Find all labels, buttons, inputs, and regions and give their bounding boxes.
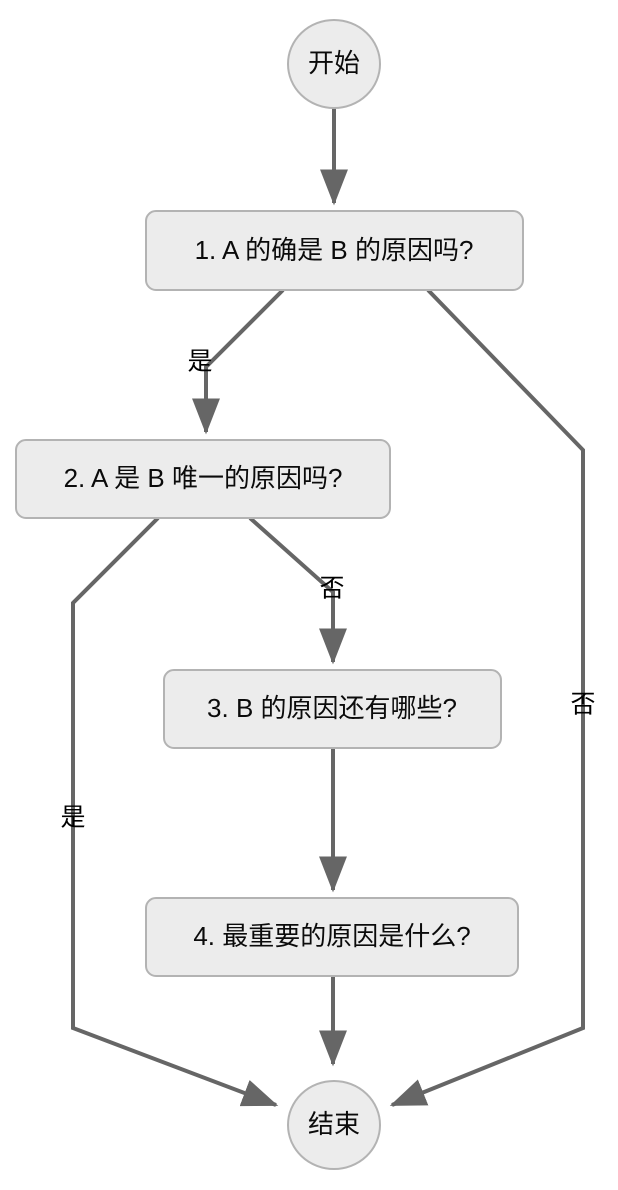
edge-line [192, 288, 285, 435]
edge-q2-to-q3: 否 [248, 516, 347, 665]
question-2-label: 2. A 是 B 唯一的原因吗? [64, 463, 343, 493]
edge-line [248, 516, 347, 665]
edge-label-no-q2: 否 [319, 575, 344, 603]
question-3-label: 3. B 的原因还有哪些? [207, 693, 457, 723]
question-4-label: 4. 最重要的原因是什么? [193, 921, 470, 951]
edge-label-yes-q1: 是 [187, 348, 212, 376]
edge-q1-to-q2: 是 [187, 288, 285, 435]
node-question-2[interactable]: 2. A 是 B 唯一的原因吗? [15, 439, 391, 519]
edge-line [389, 288, 585, 1107]
node-end[interactable]: 结束 [287, 1080, 381, 1170]
end-circle[interactable] [287, 1080, 381, 1170]
start-circle[interactable] [287, 19, 381, 109]
question-1-label: 1. A 的确是 B 的原因吗? [195, 235, 474, 265]
edge-line [71, 516, 279, 1107]
question-3-box[interactable] [163, 669, 502, 749]
question-1-box[interactable] [145, 210, 524, 291]
node-question-3[interactable]: 3. B 的原因还有哪些? [163, 669, 502, 749]
question-4-box[interactable] [145, 897, 519, 977]
node-layer: 开始 1. A 的确是 B 的原因吗? 2. A 是 B 唯一的原因吗? 3. … [15, 19, 524, 1170]
edge-q2-to-end: 是 [60, 516, 279, 1107]
node-start[interactable]: 开始 [287, 19, 381, 109]
edge-q1-to-end: 否 [389, 288, 596, 1107]
edge-layer: 是 否 是 否 [60, 108, 596, 1107]
edge-label-yes-q2: 是 [60, 804, 85, 832]
question-2-box[interactable] [15, 439, 391, 519]
end-label: 结束 [308, 1109, 360, 1139]
node-question-4[interactable]: 4. 最重要的原因是什么? [145, 897, 519, 977]
edge-label-no-q1: 否 [570, 691, 595, 719]
node-question-1[interactable]: 1. A 的确是 B 的原因吗? [145, 210, 524, 291]
start-label: 开始 [308, 48, 360, 78]
